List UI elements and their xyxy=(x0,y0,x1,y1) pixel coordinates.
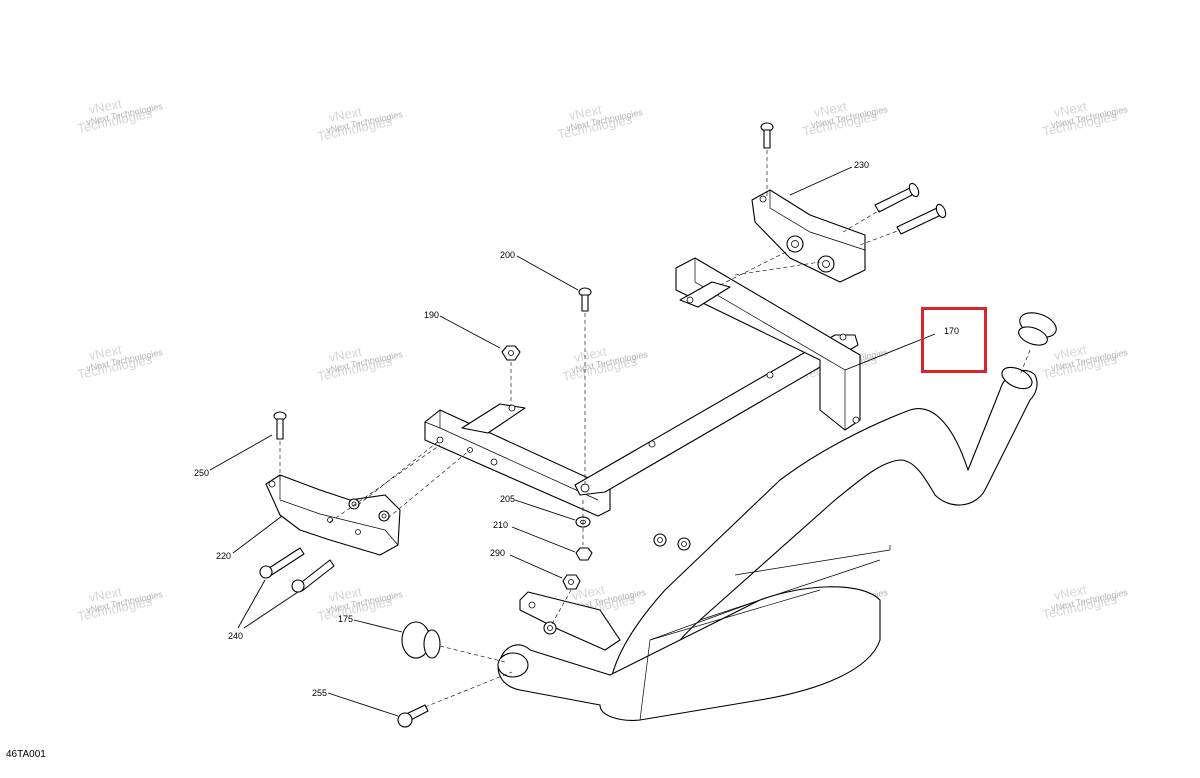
svg-text:vNext: vNext xyxy=(572,344,608,366)
part-290-nut xyxy=(562,574,581,590)
callout-250: 250 xyxy=(194,468,209,478)
drawing-code: 46TA001 xyxy=(6,749,46,760)
watermark: vNext Technologies vNext Technologies xyxy=(76,342,164,382)
callout-240: 240 xyxy=(228,631,243,641)
svg-text:vNext: vNext xyxy=(87,96,123,118)
part-175-plug xyxy=(401,621,441,659)
part-210-nut xyxy=(575,547,593,561)
part-190-nut xyxy=(501,345,521,361)
callout-290: 290 xyxy=(490,548,505,558)
callout-230: 230 xyxy=(854,160,869,170)
frame-nut xyxy=(653,533,667,547)
svg-text:vNext: vNext xyxy=(570,582,606,604)
part-230-bracket xyxy=(751,122,947,283)
svg-text:vNext: vNext xyxy=(87,584,123,606)
callout-210: 210 xyxy=(493,520,508,530)
watermark: vNext Technologies vNext Technologies xyxy=(316,584,404,624)
callouts: 230 200 190 170 250 220 205 210 290 240 … xyxy=(194,160,959,698)
watermark: vNext Technologies vNext Technologies xyxy=(1041,342,1129,382)
watermark: vNext Technologies vNext Technologies xyxy=(1041,582,1129,622)
watermark: vNext Technologies vNext Technologies xyxy=(76,96,164,136)
svg-text:vNext: vNext xyxy=(327,344,363,366)
callout-200: 200 xyxy=(500,250,515,260)
assembly-lines xyxy=(279,150,1031,708)
callout-170: 170 xyxy=(944,326,959,336)
svg-text:vNext: vNext xyxy=(1052,342,1088,364)
part-170-plug xyxy=(1018,312,1057,346)
watermark: vNext Technologies vNext Technologies xyxy=(801,99,889,139)
watermark: vNext Technologies vNext Technologies xyxy=(316,104,404,144)
svg-text:vNext: vNext xyxy=(327,104,363,126)
leader-lines xyxy=(209,166,936,717)
svg-text:vNext: vNext xyxy=(1052,582,1088,604)
part-200-screw xyxy=(578,287,592,312)
watermark: vNext Technologies vNext Technologies xyxy=(76,584,164,624)
callout-205: 205 xyxy=(500,494,515,504)
callout-175: 175 xyxy=(338,614,353,624)
svg-text:vNext: vNext xyxy=(1052,99,1088,121)
bumper-frame xyxy=(424,257,1038,721)
watermark: vNext Technologies vNext Technologies xyxy=(1041,99,1129,139)
watermark: vNext Technologies vNext Technologies xyxy=(561,344,649,384)
highlight-box-170[interactable] xyxy=(921,307,987,373)
part-255-bolt xyxy=(397,704,429,728)
frame-nut xyxy=(543,621,557,635)
callout-190: 190 xyxy=(424,310,439,320)
svg-text:vNext: vNext xyxy=(812,99,848,121)
svg-text:vNext: vNext xyxy=(87,342,123,364)
svg-text:vNext: vNext xyxy=(567,102,603,124)
watermark: vNext Technologies vNext Technologies xyxy=(316,344,404,384)
callout-220: 220 xyxy=(216,551,231,561)
frame-nut xyxy=(677,537,691,551)
svg-text:vNext: vNext xyxy=(327,584,363,606)
callout-255: 255 xyxy=(312,688,327,698)
watermark: vNext Technologies vNext Technologies xyxy=(556,102,644,142)
part-220-bracket xyxy=(259,411,401,593)
